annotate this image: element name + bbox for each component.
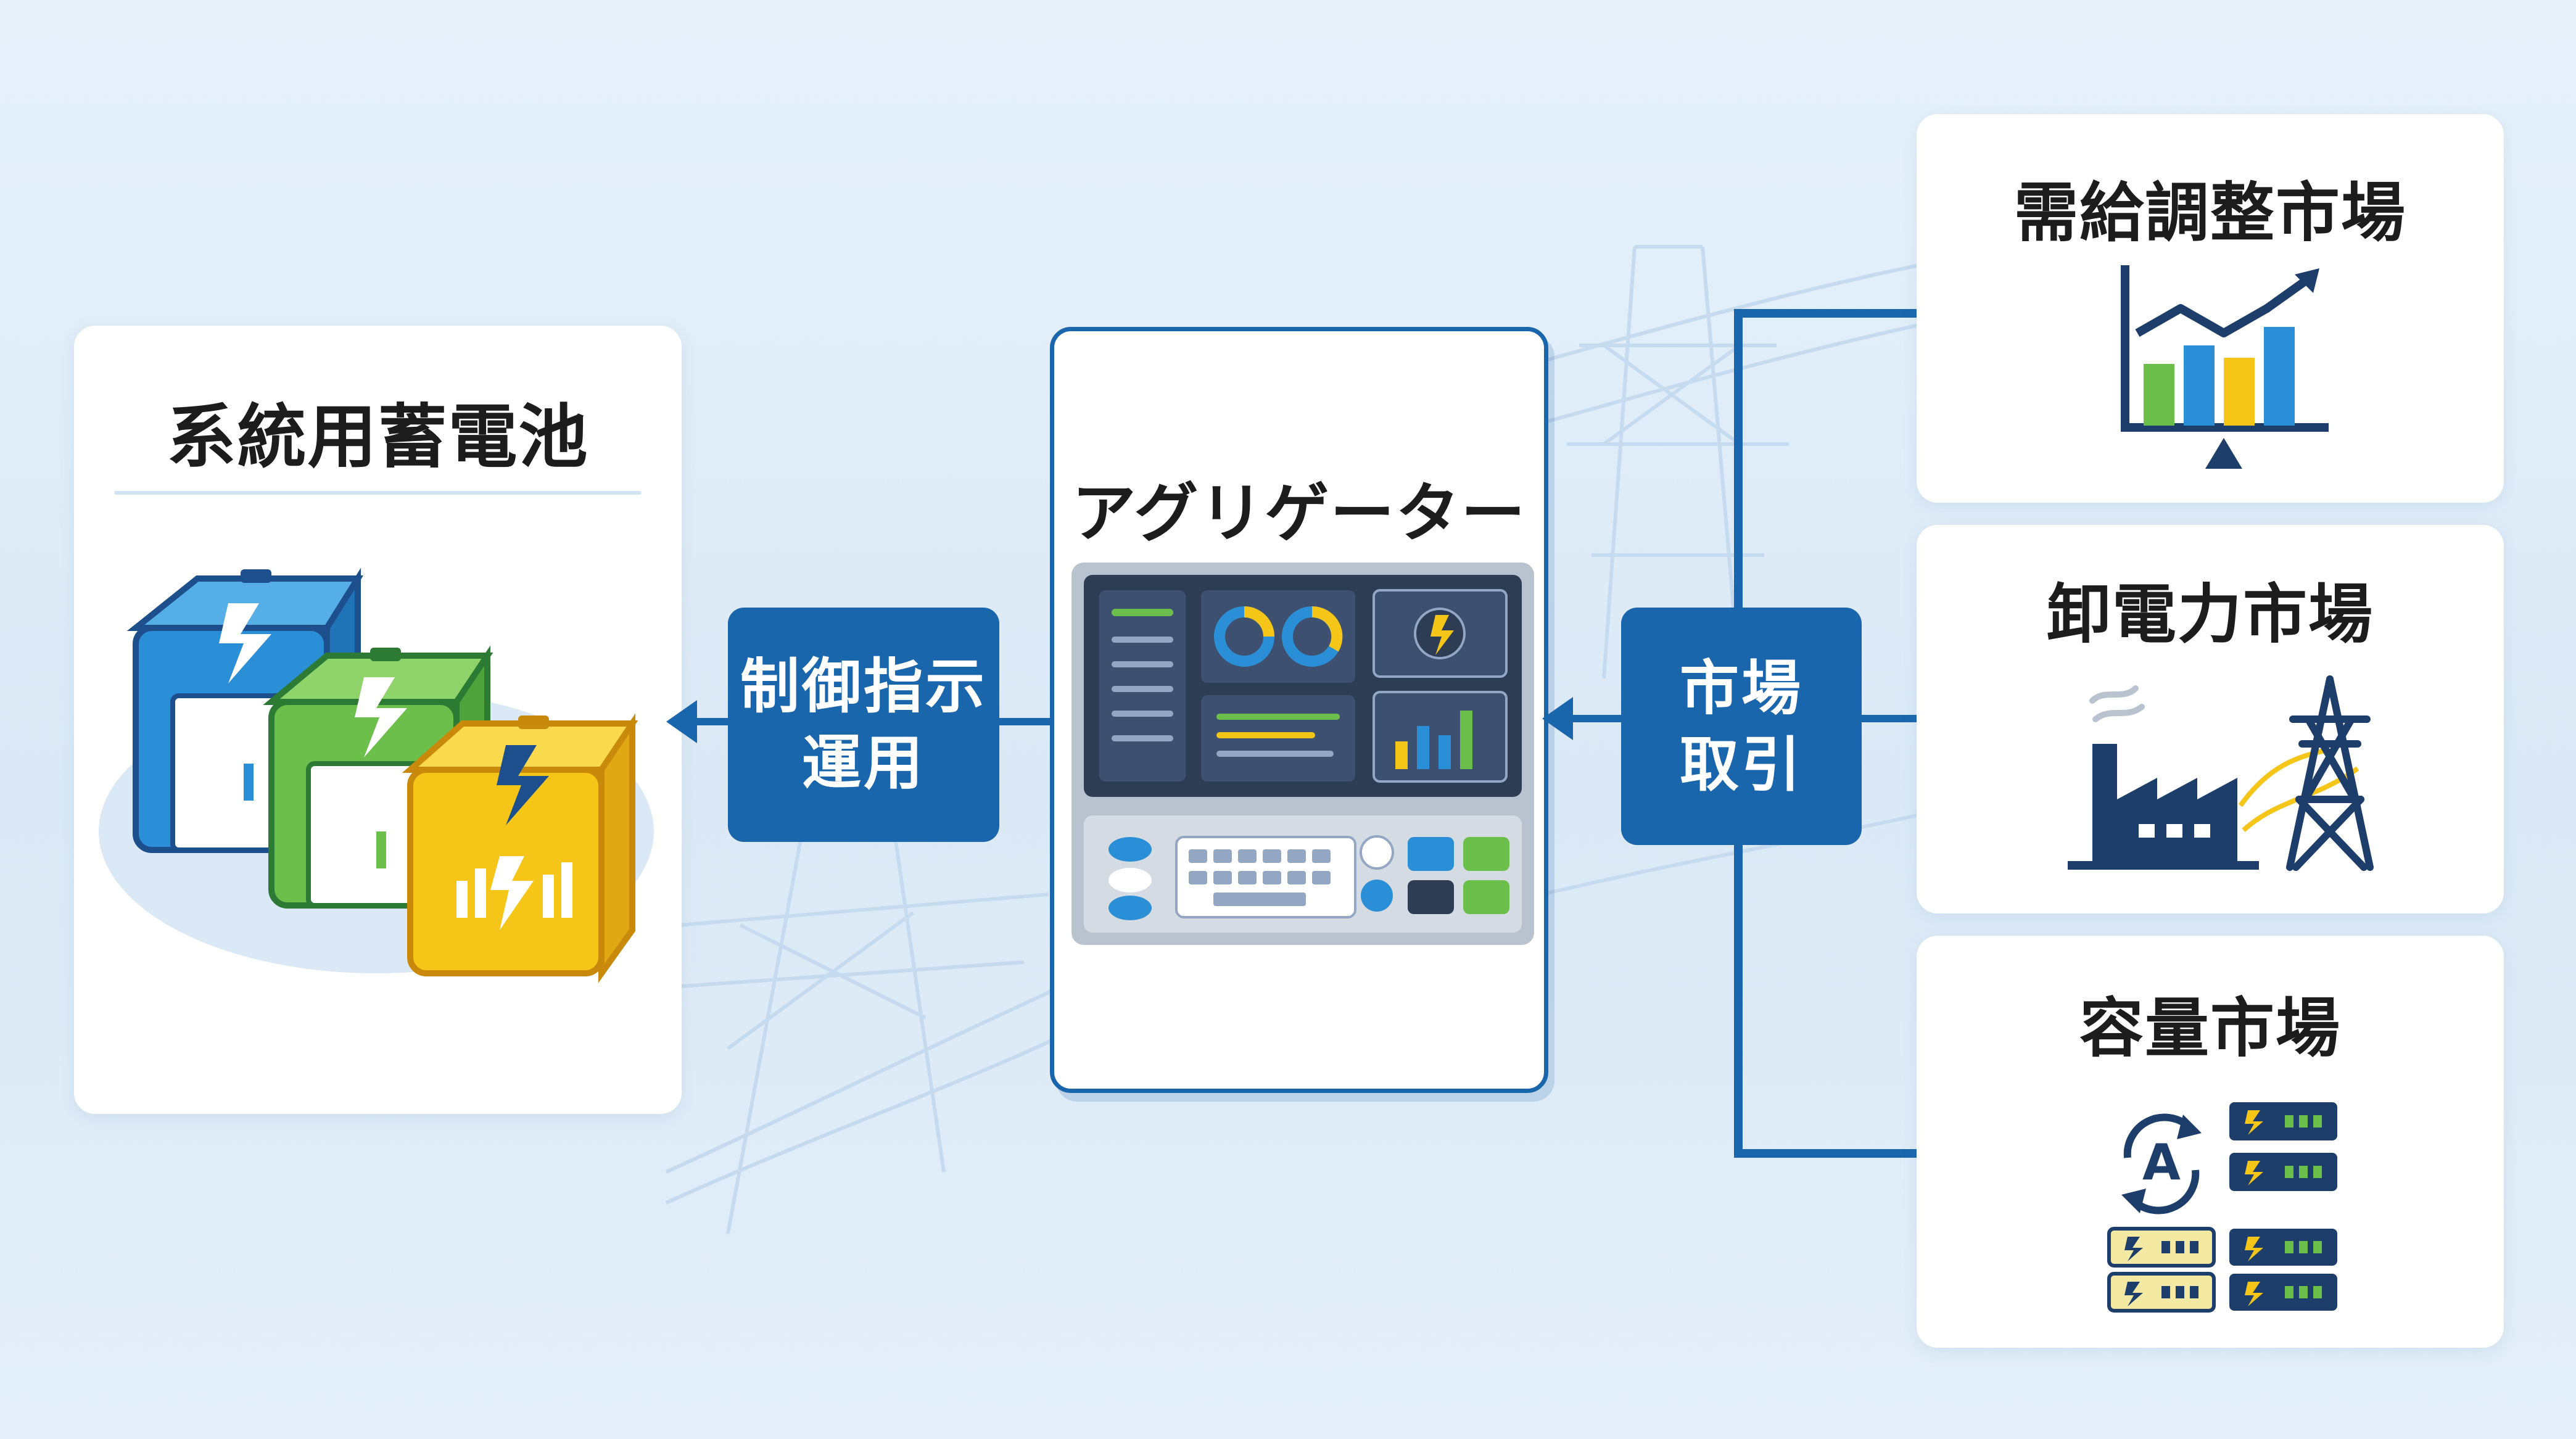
control-console-icon — [1071, 563, 1534, 945]
auto-cycle-icon: A — [2121, 1113, 2202, 1214]
factory-tower-icon — [2068, 675, 2374, 871]
svg-text:A: A — [2142, 1134, 2181, 1191]
trade-label-line1: 市場 — [1680, 653, 1803, 723]
market-card-balancing: 需給調整市場 — [1917, 114, 2504, 503]
market-title-balancing: 需給調整市場 — [2013, 175, 2406, 250]
capacity-servers-icon: A — [2107, 1102, 2337, 1313]
battery-title-underline — [114, 491, 642, 495]
control-label-line1: 制御指示 — [740, 652, 987, 721]
control-label-line2: 運用 — [802, 728, 925, 798]
aggregator-title: アグリゲーター — [1071, 476, 1527, 551]
trade-label: 市場 取引 — [1621, 608, 1862, 845]
market-title-wholesale: 卸電力市場 — [2046, 577, 2374, 652]
battery-title: 系統用蓄電池 — [167, 397, 589, 477]
market-title-capacity: 容量市場 — [2079, 991, 2341, 1066]
chart-icon — [2121, 265, 2329, 469]
aggregator-card: アグリゲーター — [1050, 327, 1548, 1093]
control-label: 制御指示 運用 — [728, 608, 999, 842]
battery-stack-icon — [99, 567, 654, 983]
battery-card: 系統用蓄電池 — [74, 326, 682, 1114]
market-card-capacity: 容量市場 A — [1917, 936, 2504, 1348]
market-card-wholesale: 卸電力市場 — [1917, 525, 2504, 913]
trade-label-line2: 取引 — [1680, 730, 1803, 799]
